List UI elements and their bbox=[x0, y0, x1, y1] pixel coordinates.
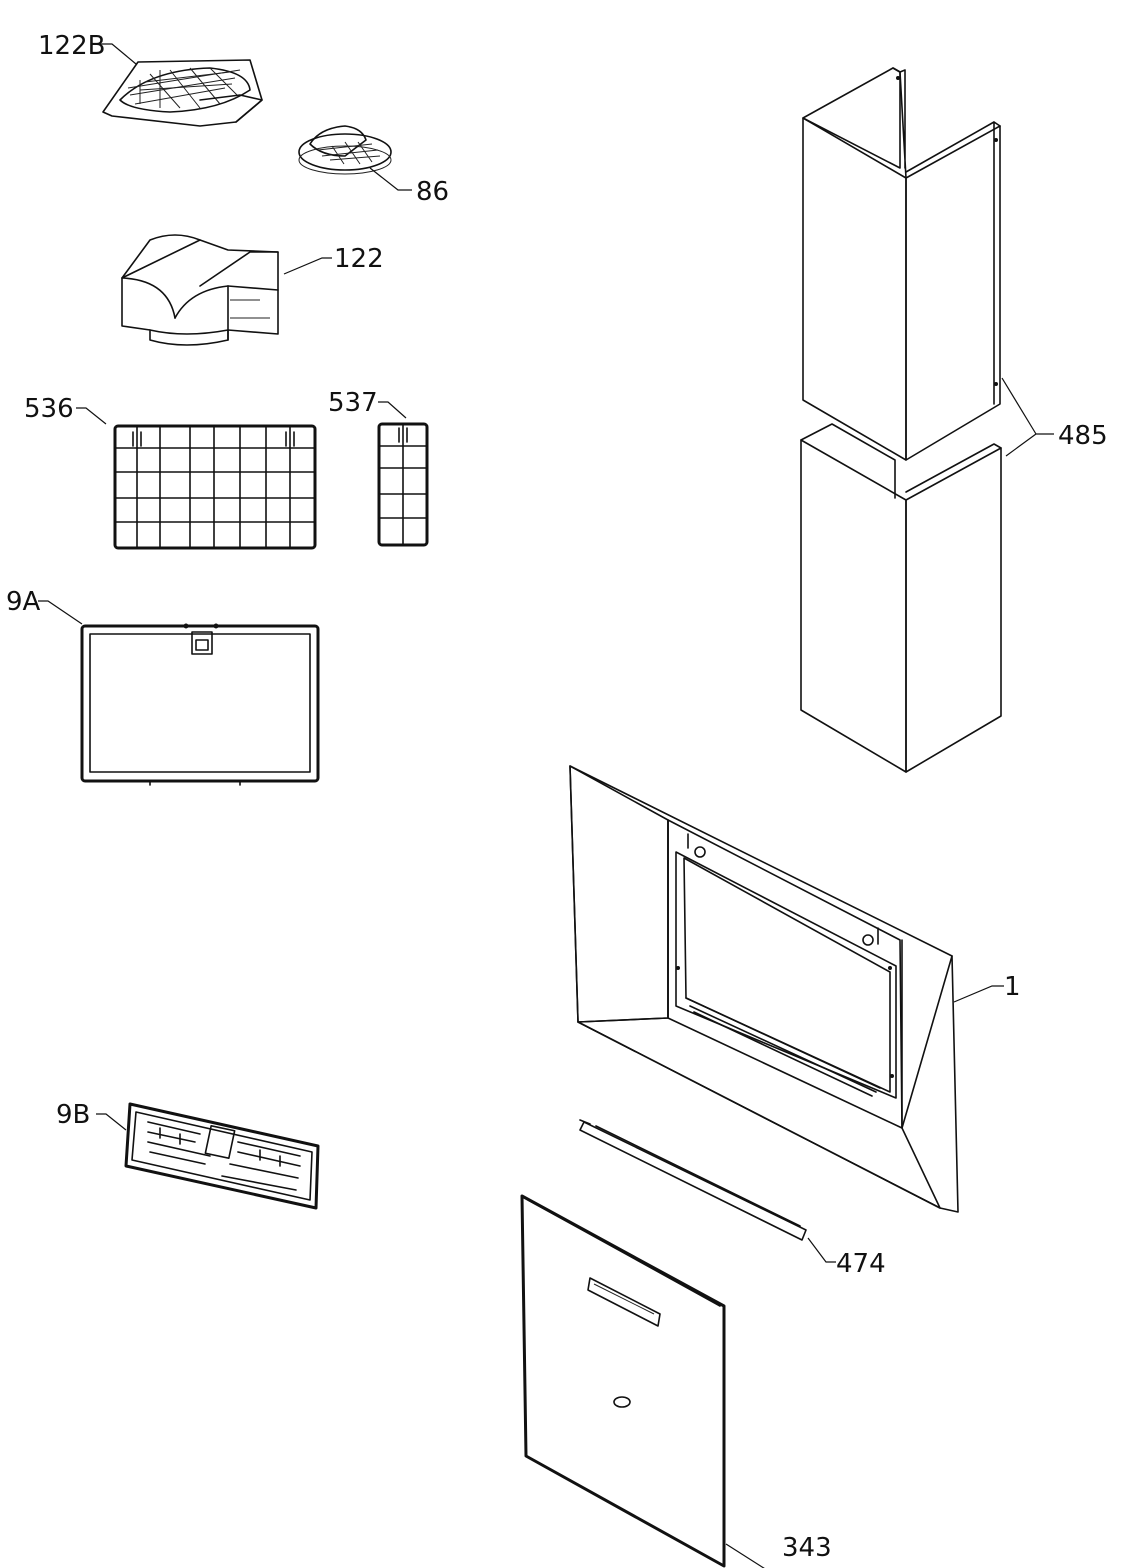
part-122-rect-duct bbox=[121, 234, 279, 346]
leader-537 bbox=[378, 401, 407, 419]
callout-537: 537 bbox=[328, 388, 378, 418]
callout-485: 485 bbox=[1058, 421, 1108, 451]
callout-86: 86 bbox=[416, 177, 449, 207]
callout-536: 536 bbox=[24, 394, 74, 424]
leader-9a bbox=[38, 600, 83, 625]
leader-474 bbox=[807, 1237, 836, 1263]
part-536-grid-filter bbox=[113, 424, 317, 550]
callout-labels: 122B 86 122 536 537 485 9A 1 9B 474 343 bbox=[6, 31, 1108, 1563]
leader-122 bbox=[283, 257, 332, 275]
part-1-hood-body bbox=[569, 765, 959, 1213]
callout-9b: 9B bbox=[56, 1100, 90, 1130]
part-485-chimney-upper bbox=[802, 67, 1001, 461]
callout-1: 1 bbox=[1004, 972, 1021, 1002]
leader-485-lower bbox=[1005, 433, 1054, 457]
callout-474: 474 bbox=[836, 1249, 886, 1279]
part-537-small-grid-filter bbox=[377, 422, 429, 547]
leader-122b bbox=[98, 43, 137, 65]
callout-122b: 122B bbox=[38, 31, 105, 61]
leader-1 bbox=[953, 985, 1004, 1003]
part-9b-slotted-filter bbox=[124, 1102, 320, 1210]
leader-536 bbox=[76, 407, 107, 425]
part-9a-frame-filter bbox=[80, 623, 320, 786]
callout-9a: 9A bbox=[6, 587, 41, 617]
part-485-chimney-lower bbox=[800, 423, 1002, 773]
callout-122: 122 bbox=[334, 244, 384, 274]
part-343-front-panel bbox=[520, 1194, 726, 1568]
part-474-light-strip bbox=[579, 1119, 807, 1241]
leader-343 bbox=[725, 1543, 765, 1568]
leader-9b bbox=[96, 1113, 127, 1131]
leader-86 bbox=[369, 167, 412, 191]
leader-lines bbox=[38, 43, 1054, 1568]
part-86-round-grille bbox=[298, 125, 392, 175]
callout-343: 343 bbox=[782, 1533, 832, 1563]
part-122b-duct-adapter bbox=[102, 59, 263, 127]
leader-485-upper bbox=[1001, 377, 1037, 435]
